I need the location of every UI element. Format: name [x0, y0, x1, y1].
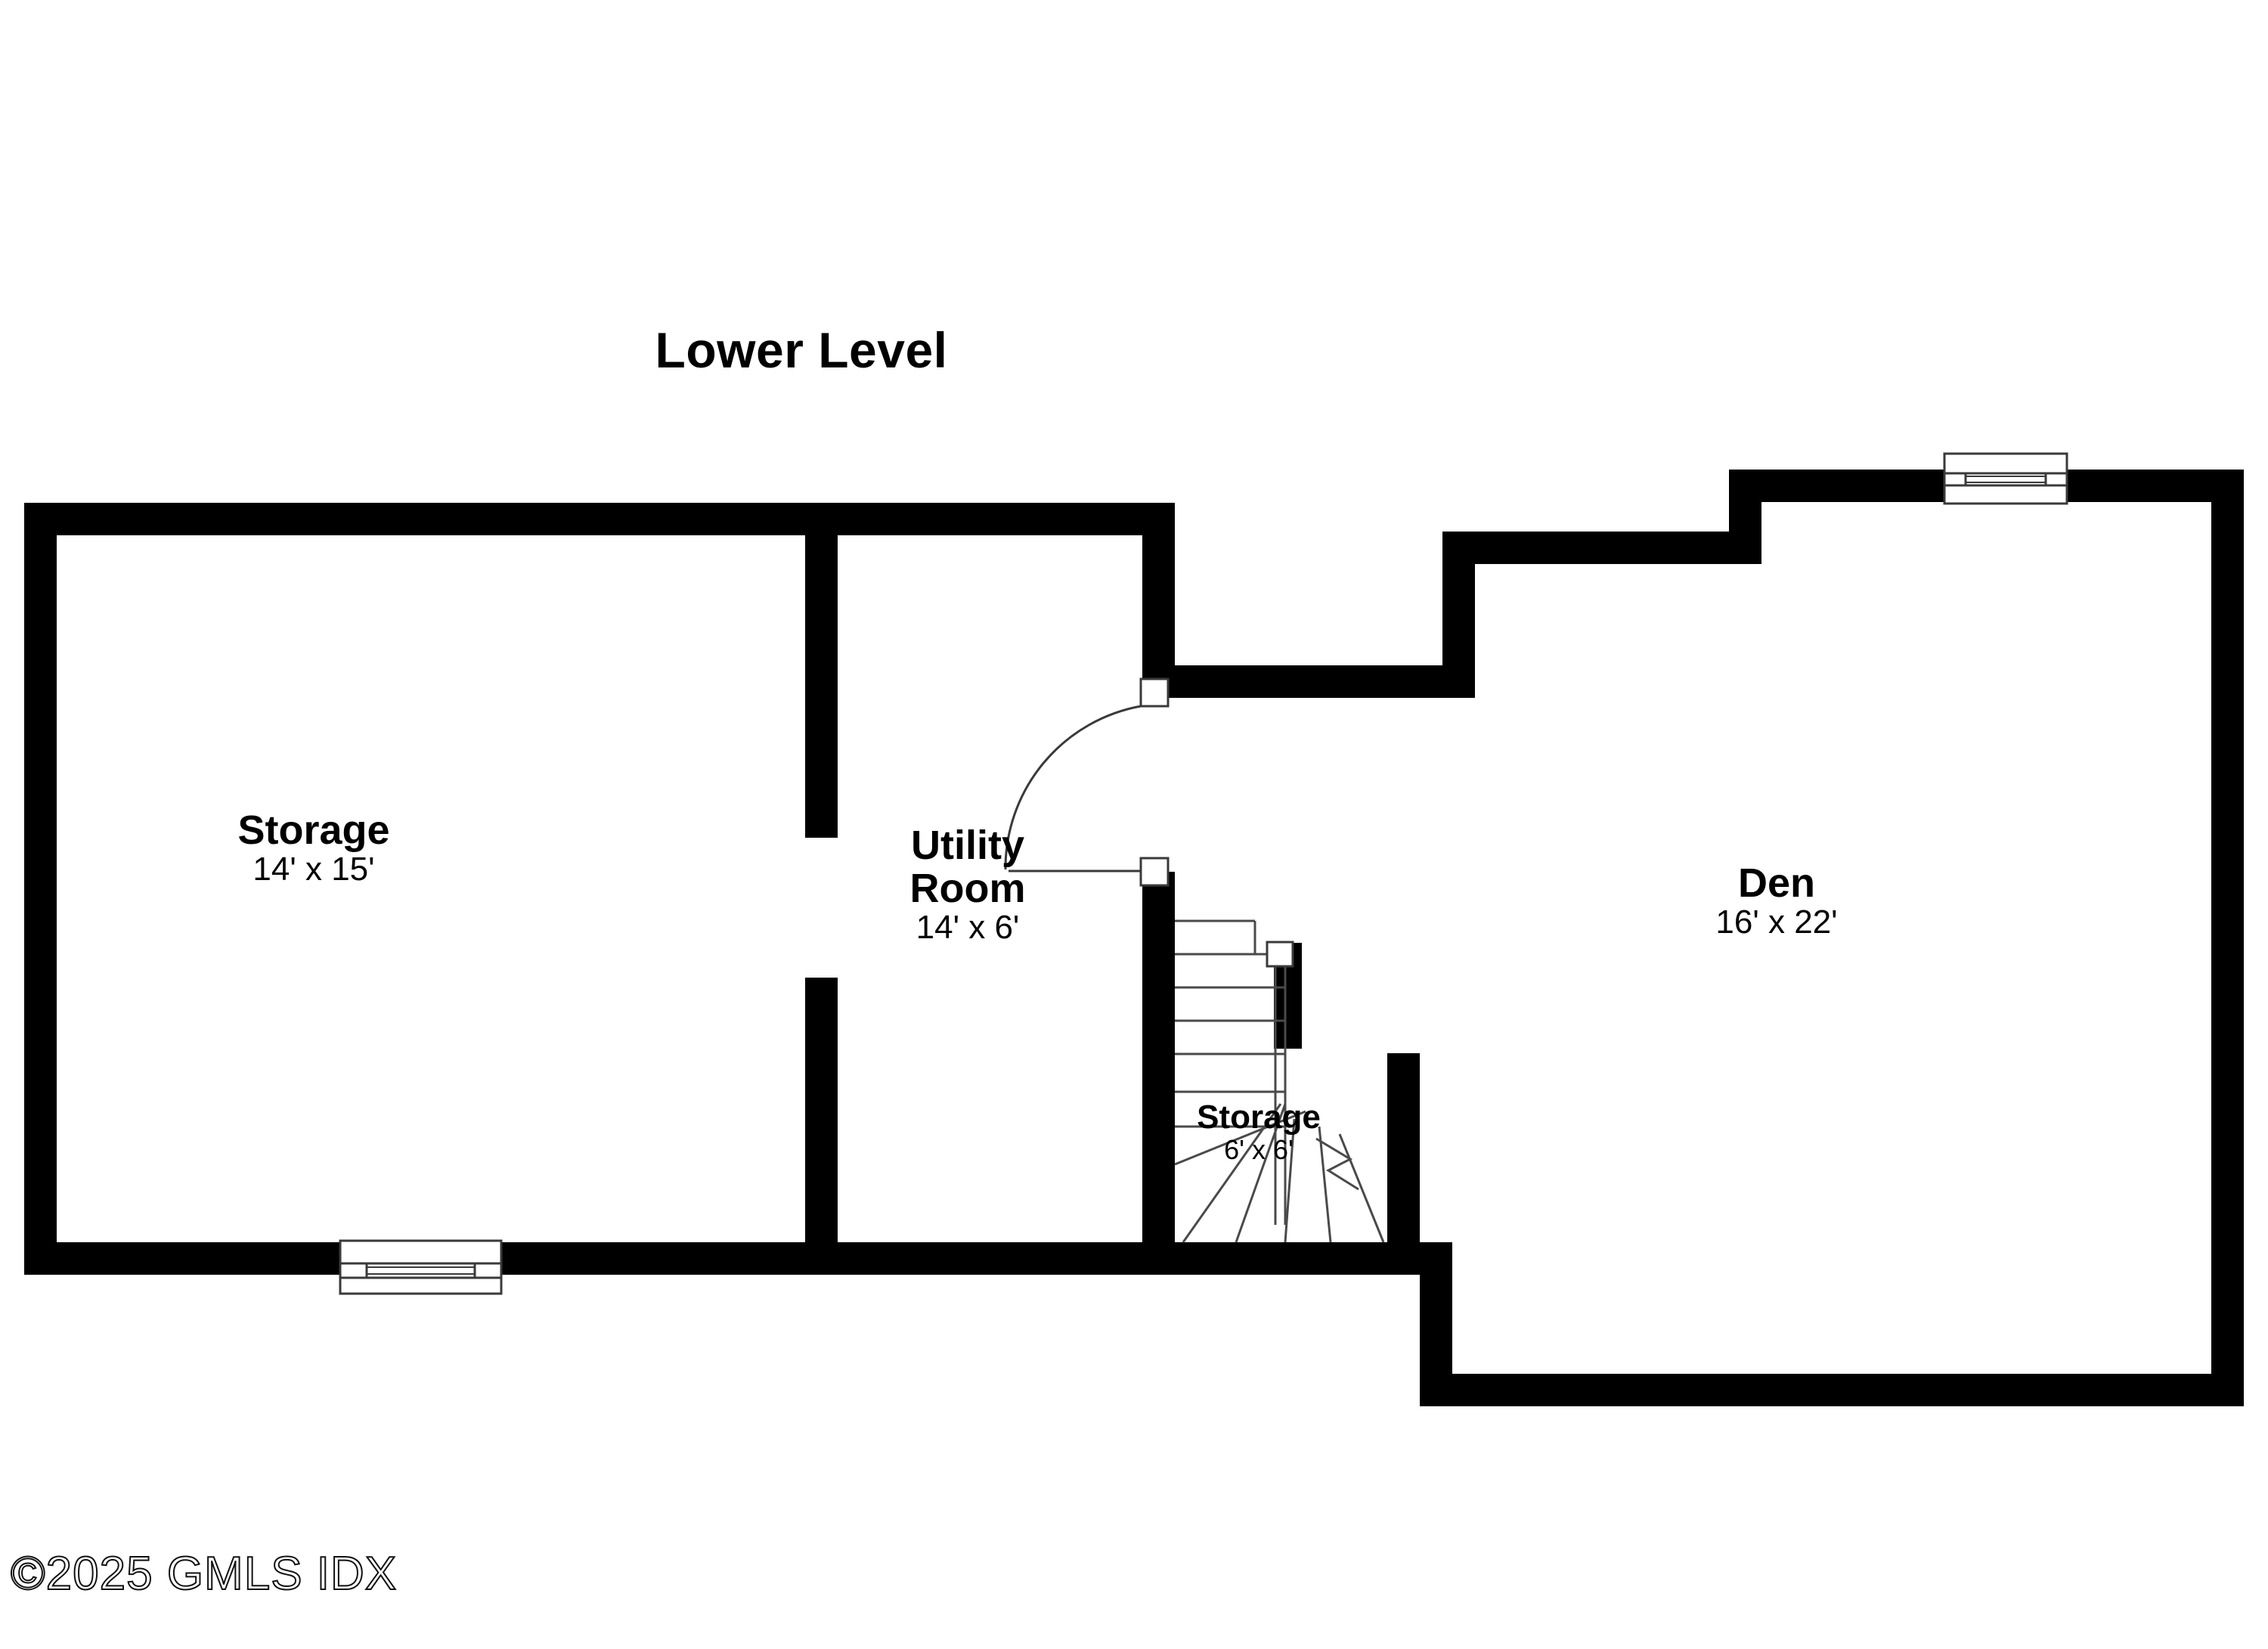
stairs-main — [1174, 919, 1385, 1243]
wall-stair-left — [1142, 872, 1175, 1242]
room-dims-storage-small: 6' x 6' — [1224, 1133, 1294, 1165]
room-name-utility-room-line2: Room — [909, 866, 1026, 912]
room-label-den: Den 16' x 22' — [1580, 860, 1973, 941]
room-dims-utility-room: 14' x 6' — [916, 909, 1020, 947]
window-den-top — [1943, 452, 2068, 505]
wall-partition-upper — [805, 535, 838, 838]
page-title: Lower Level — [655, 322, 948, 378]
wall-right — [2211, 470, 2244, 1406]
room-name-storage-small: Storage — [1197, 1099, 1321, 1136]
wall-step-vert-4 — [1420, 1242, 1452, 1406]
exterior-walls — [24, 470, 2244, 1406]
wall-bottom-left — [24, 1242, 1452, 1275]
copyright-watermark: ©2025 GMLS IDX — [10, 1547, 398, 1601]
wall-left — [24, 503, 57, 1275]
wall-stair-right-partition — [1387, 1053, 1420, 1275]
room-name-den: Den — [1737, 860, 1815, 906]
door-utility-room — [1004, 677, 1170, 887]
wall-bottom-right — [1420, 1374, 2244, 1406]
room-dims-storage-large: 14' x 15' — [253, 851, 375, 888]
room-label-storage-small: Storage 6' x 6' — [1092, 1099, 1425, 1165]
room-dims-den: 16' x 22' — [1715, 904, 1838, 941]
window-storage-bottom — [339, 1239, 503, 1295]
wall-partition-lower — [805, 978, 838, 1242]
room-name-storage-large: Storage — [237, 807, 390, 853]
wall-step-horz-1 — [1142, 665, 1475, 698]
wall-step-horz-2 — [1442, 532, 1761, 564]
wall-top-left — [24, 503, 1175, 535]
wall-step-vert-1 — [1142, 503, 1175, 680]
room-label-storage-large: Storage 14' x 15' — [117, 807, 510, 888]
room-name-utility-room-line1: Utility — [910, 823, 1024, 868]
room-label-utility-room: Utility Room 14' x 6' — [801, 823, 1134, 947]
